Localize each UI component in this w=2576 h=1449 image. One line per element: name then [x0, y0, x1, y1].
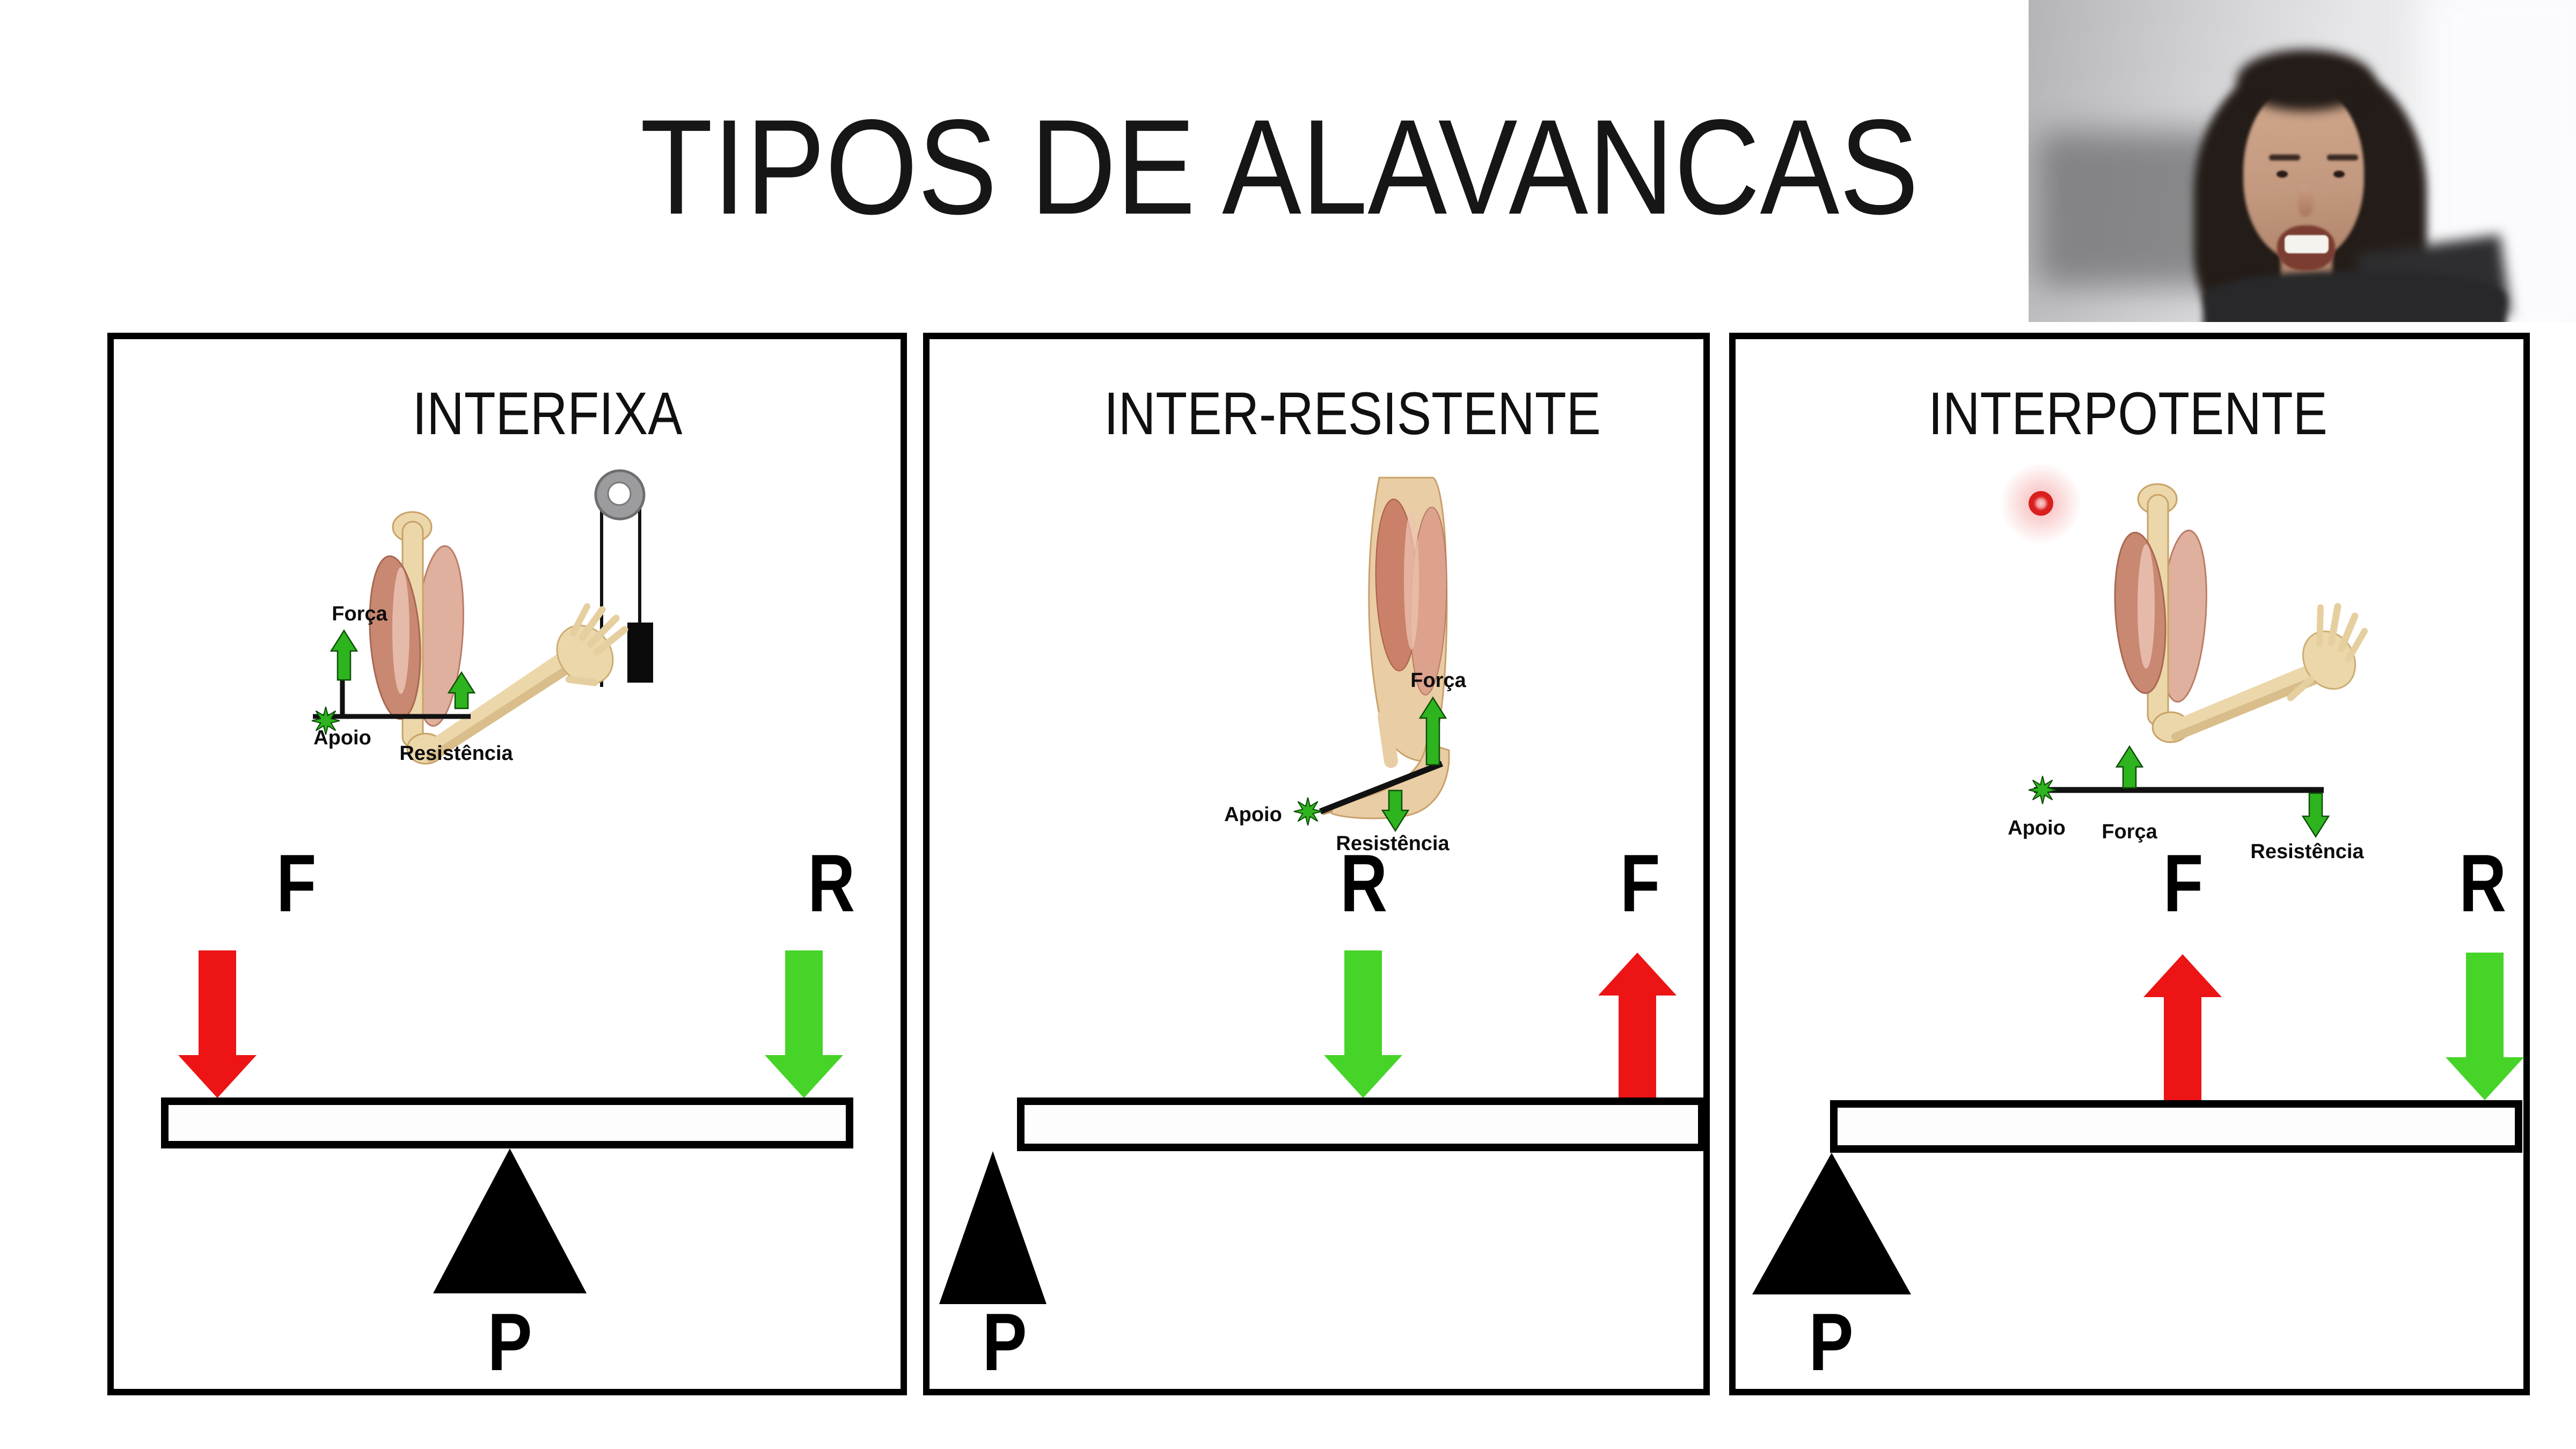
- fulcrum-triangle: [433, 1148, 587, 1293]
- force-arrow-down: [178, 950, 257, 1098]
- presenter-teeth: [2285, 235, 2329, 253]
- resistencia-down-arrow-icon: [2301, 792, 2330, 838]
- presenter-clothing: [2203, 271, 2506, 322]
- apoio-star-icon: [311, 706, 340, 735]
- presenter-nose: [2298, 185, 2313, 216]
- leg-illustration: [1322, 477, 1450, 819]
- arm-illustration: [369, 511, 628, 765]
- forca-up-arrow-icon: [330, 629, 358, 681]
- resistencia-label: Resistência: [2250, 840, 2364, 863]
- resistencia-down-arrow-icon: [1381, 789, 1410, 832]
- arm-illustration: [2114, 483, 2368, 743]
- resistencia-label: Resistência: [1336, 832, 1450, 855]
- forca-up-arrow-icon: [1418, 696, 1447, 766]
- lever-bar: [1017, 1097, 1706, 1151]
- apoio-label: Apoio: [1224, 803, 1282, 826]
- page-title: TIPOS DE ALAVANCAS: [640, 92, 1919, 243]
- fulcrum-letter: P: [487, 1297, 532, 1388]
- panel-inter-resistente: INTER-RESISTENTE Força Apoio Resistência…: [923, 333, 1710, 1395]
- panel-interfixa: INTERFIXA: [107, 333, 907, 1395]
- resistance-arrow-down: [2446, 953, 2524, 1100]
- force-letter: F: [2163, 838, 2203, 929]
- panel-header: INTERPOTENTE: [1928, 380, 2328, 447]
- presenter-eye-left: [2277, 171, 2288, 178]
- apoio-star-icon: [1293, 797, 1322, 826]
- force-arrow-up: [1598, 953, 1677, 1097]
- presenter-eyebrow-right: [2327, 155, 2358, 160]
- arm-diagram: [2028, 483, 2368, 838]
- forca-label: Força: [1410, 669, 1466, 692]
- presenter-eye-right: [2333, 171, 2345, 178]
- fulcrum-triangle: [939, 1151, 1046, 1304]
- forca-label: Força: [2102, 821, 2157, 843]
- forca-up-arrow-icon: [2115, 745, 2144, 789]
- panel-header: INTER-RESISTENTE: [1104, 380, 1601, 447]
- resistance-arrow-down: [765, 950, 843, 1098]
- fulcrum-triangle: [1752, 1153, 1911, 1294]
- force-letter: F: [276, 838, 316, 929]
- fulcrum-letter: P: [1809, 1297, 1854, 1388]
- resistencia-up-arrow-icon: [447, 671, 476, 709]
- apoio-star-icon: [2028, 775, 2057, 804]
- presenter-webcam-tile[interactable]: [2029, 0, 2576, 322]
- arm-pulley-diagram: [311, 469, 653, 765]
- pulley-hole: [607, 481, 632, 506]
- resistance-arrow-down: [1324, 950, 1402, 1098]
- apoio-label: Apoio: [2008, 817, 2066, 839]
- lever-bar: [1830, 1100, 2522, 1153]
- resistance-letter: R: [808, 838, 855, 929]
- lever-bar: [161, 1097, 853, 1148]
- presenter-hairline: [2237, 49, 2374, 111]
- fulcrum-letter: P: [982, 1297, 1027, 1388]
- panel-header: INTERFIXA: [412, 380, 683, 447]
- force-arrow-up: [2143, 954, 2222, 1100]
- leg-diagram: [1293, 477, 1450, 832]
- resistance-letter: R: [1340, 838, 1387, 929]
- forca-label: Força: [332, 603, 387, 625]
- resistencia-label: Resistência: [399, 742, 513, 765]
- presenter-eyebrow-left: [2269, 155, 2300, 160]
- force-letter: F: [1620, 838, 1660, 929]
- apoio-label: Apoio: [313, 727, 371, 749]
- axis-diagonal-line: [1319, 760, 1444, 815]
- panel-interpotente: INTERPOTENTE: [1729, 333, 2530, 1395]
- weight-block: [627, 623, 653, 683]
- resistance-letter: R: [2459, 838, 2506, 929]
